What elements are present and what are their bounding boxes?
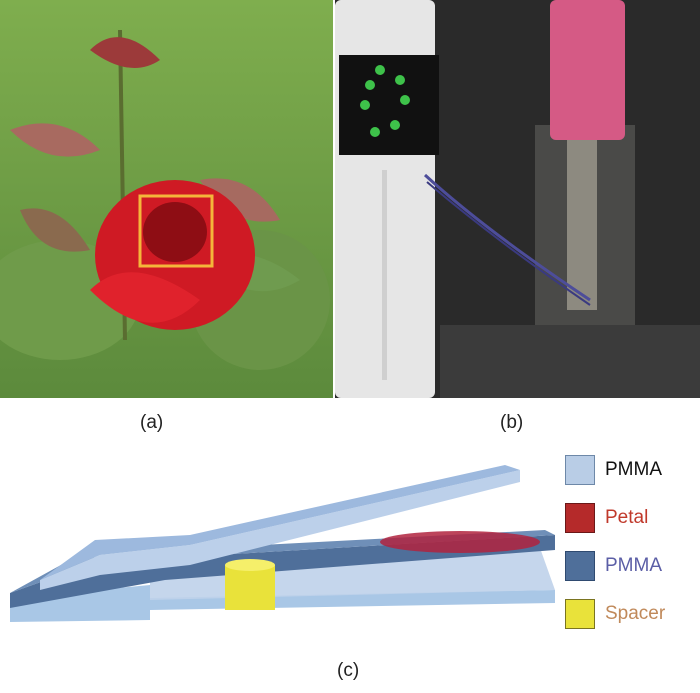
- legend-swatch-pmma-light: [565, 455, 595, 485]
- legend-label: PMMA: [605, 555, 662, 576]
- petal-sample: [550, 0, 625, 140]
- bottom-pmma-plate: [10, 585, 555, 622]
- legend-label: Petal: [605, 507, 649, 528]
- highlight-box: [138, 194, 214, 268]
- rose-photo: [0, 0, 333, 398]
- spacer: [225, 565, 275, 610]
- legend-label: PMMA: [605, 459, 662, 480]
- legend-label: Spacer: [605, 603, 666, 624]
- panel-c-label: (c): [337, 660, 360, 681]
- petal-layer: [380, 531, 540, 553]
- device-photo: [335, 0, 700, 398]
- device-schematic: [10, 465, 555, 622]
- top-pmma-plate: [40, 470, 520, 590]
- legend-swatch-pmma-dark: [565, 551, 595, 581]
- middle-pmma-plate: [10, 535, 555, 608]
- legend-swatch-petal: [565, 503, 595, 533]
- panel-a-label: (a): [140, 412, 164, 433]
- legend-swatch-spacer: [565, 599, 595, 629]
- legend: PMMA Petal PMMA Spacer: [565, 455, 700, 635]
- panel-b-label: (b): [500, 412, 524, 433]
